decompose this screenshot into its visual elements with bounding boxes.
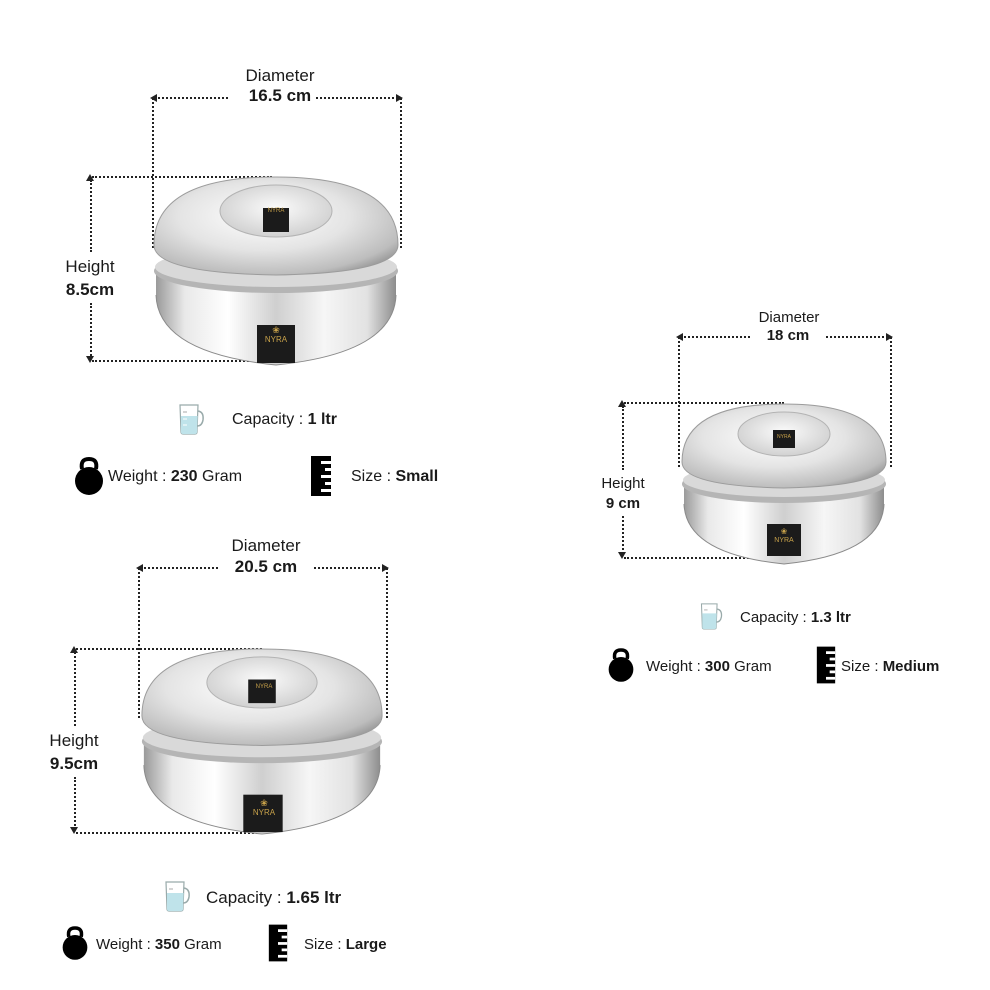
height-guide-bottom [624,557,784,559]
size-label: Size : [351,468,392,485]
measuring-jug-icon [165,881,190,912]
kettlebell-icon [62,926,88,960]
arrow-up-icon [618,400,626,407]
body-logo: ❀ NYRA [257,325,295,345]
weight-text: Weight : 350 Gram [96,935,222,955]
diameter-line-left [680,336,750,338]
height-label: Height [601,475,645,492]
height-line-bottom [622,516,624,554]
height-value: 9 cm [605,495,641,512]
diameter-guide-right [400,98,402,248]
height-line-bottom [90,303,92,359]
diameter-value: 20.5 cm [216,557,316,577]
capacity-label: Capacity : [740,609,807,626]
lid-logo-text: NYRA [777,434,791,440]
weight-label: Weight : [646,658,701,675]
weight-unit: Gram [734,658,772,675]
height-guide-top [624,402,784,404]
steel-container-small [153,176,399,366]
body-logo: ❀ NYRA [244,798,284,818]
size-value: Large [345,936,387,953]
height-value: 9.5cm [49,754,99,773]
diameter-line-right [826,336,888,338]
diameter-label: Diameter [231,536,301,555]
size-value: Medium [882,658,940,675]
capacity-label: Capacity : [232,411,304,428]
size-value: Small [395,468,439,485]
kettlebell-icon [75,457,103,495]
height-value: 8.5cm [65,280,115,299]
height-guide-top [92,176,272,178]
capacity-value: 1.3 ltr [810,609,851,626]
weight-label: Weight : [108,468,167,485]
height-guide-bottom [76,832,262,834]
height-line-bottom [74,777,76,829]
capacity-text: Capacity : 1.3 ltr [740,608,851,628]
height-label: Height [65,257,115,276]
body-logo-text: NYRA [774,537,794,544]
height-guide-bottom [92,360,272,362]
arrow-right-icon [396,94,403,102]
arrow-right-icon [382,564,389,572]
size-text: Size : Small [351,467,438,487]
arrow-up-icon [86,174,94,181]
arrow-down-icon [618,552,626,559]
body-logo-text: NYRA [252,808,276,817]
measuring-jug-icon [179,404,204,435]
weight-value: 230 [170,468,198,485]
weight-unit: Gram [202,468,243,485]
diameter-value: 18 cm [748,326,828,346]
weight-text: Weight : 230 Gram [108,467,242,487]
weight-unit: Gram [184,936,222,953]
size-label: Size : [841,658,879,675]
capacity-text: Capacity : 1.65 ltr [206,888,341,908]
diameter-label: Diameter [758,309,820,326]
body-logo: ❀ NYRA [767,527,801,545]
diameter-guide-right [890,337,892,467]
weight-text: Weight : 300 Gram [646,657,772,677]
arrow-right-icon [886,333,893,341]
arrow-down-icon [70,827,78,834]
height-line-top [90,180,92,252]
body-logo-text: NYRA [264,335,288,344]
ruler-icon [816,646,836,684]
size-text: Size : Medium [841,657,939,677]
height-label: Height [49,731,99,750]
ruler-icon [311,456,331,496]
steel-container-large [141,648,383,835]
weight-value: 300 [704,658,730,675]
weight-value: 350 [154,936,180,953]
diameter-line-right [316,97,398,99]
size-label: Size : [304,936,342,953]
kettlebell-icon [608,648,634,682]
capacity-value: 1 ltr [307,411,337,428]
diameter-line-left [140,567,218,569]
lid-logo-text: NYRA [267,208,285,214]
lid-logo-text: NYRA [255,684,273,690]
measuring-jug-icon [700,603,723,630]
ruler-icon [268,924,288,962]
capacity-value: 1.65 ltr [286,888,342,907]
height-line-top [74,652,76,726]
capacity-label: Capacity : [206,888,282,907]
steel-container-medium [681,403,887,565]
diameter-label: Diameter [245,66,315,85]
diameter-value: 16.5 cm [230,86,330,106]
height-guide-top [76,648,262,650]
arrow-down-icon [86,356,94,363]
diameter-line-left [154,97,228,99]
diameter-guide-right [386,568,388,718]
height-line-top [622,406,624,470]
diameter-guide-left [152,98,154,248]
diameter-guide-left [138,568,140,718]
arrow-up-icon [70,646,78,653]
diameter-line-right [314,567,384,569]
capacity-text: Capacity : 1 ltr [232,410,337,430]
size-text: Size : Large [304,935,387,955]
weight-label: Weight : [96,936,151,953]
